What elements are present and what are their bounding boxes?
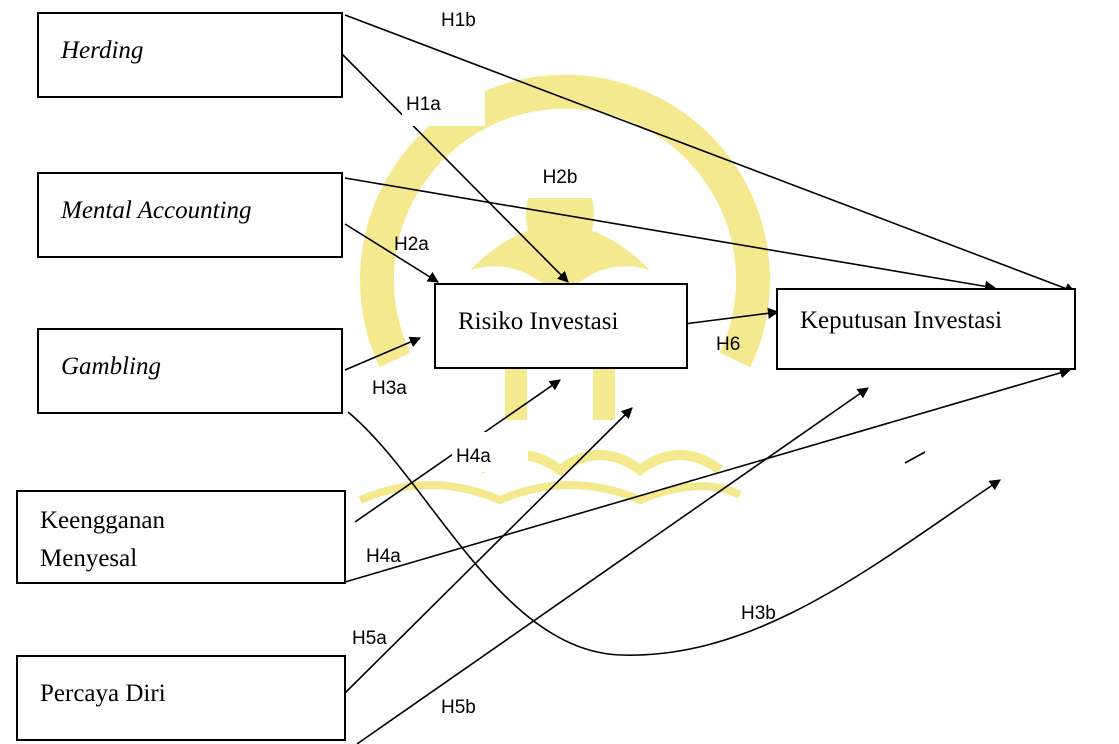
label-menyesal: Menyesal bbox=[40, 545, 138, 572]
tick-mark bbox=[904, 451, 926, 464]
arrow-h2b bbox=[344, 177, 997, 292]
box-percaya-diri: Percaya Diri bbox=[16, 655, 346, 741]
arrow-h1b bbox=[344, 14, 1077, 294]
label-gambling: Gambling bbox=[61, 353, 161, 380]
arrow-h3b bbox=[347, 411, 1001, 656]
label-h5b: H5b bbox=[441, 697, 476, 718]
arrow-h4a-decision bbox=[344, 367, 1072, 583]
label-h3b: H3b bbox=[741, 603, 776, 624]
label-keputusan-investasi: Keputusan Investasi bbox=[800, 307, 1003, 334]
box-risiko-investasi: Risiko Investasi bbox=[434, 283, 688, 369]
arrow-h5b bbox=[356, 387, 869, 744]
label-keengganan: Keengganan bbox=[40, 507, 165, 534]
label-h1b: H1b bbox=[441, 10, 476, 31]
arrow-h2a bbox=[344, 223, 439, 283]
arrow-h1a bbox=[339, 51, 569, 283]
arrow-h3a bbox=[344, 336, 422, 371]
label-percaya-diri: Percaya Diri bbox=[40, 680, 166, 707]
label-h1a: H1a bbox=[402, 92, 485, 126]
box-herding: Herding bbox=[37, 12, 343, 98]
box-keengganan-menyesal: Keengganan Menyesal bbox=[16, 490, 346, 584]
label-h2a: H2a bbox=[394, 234, 429, 255]
label-mental-accounting: Mental Accounting bbox=[61, 197, 252, 224]
box-keputusan-investasi: Keputusan Investasi bbox=[776, 288, 1076, 370]
label-herding: Herding bbox=[61, 37, 144, 64]
label-h4a-decision: H4a bbox=[366, 546, 401, 567]
label-h4a-risk: H4a bbox=[452, 432, 528, 472]
label-h3a: H3a bbox=[372, 378, 407, 399]
label-risiko-investasi: Risiko Investasi bbox=[458, 308, 619, 335]
arrow-h6 bbox=[683, 307, 780, 325]
label-h2b: H2b bbox=[512, 158, 608, 198]
label-h6: H6 bbox=[716, 334, 741, 355]
arrow-h5a bbox=[344, 407, 633, 694]
label-h5a: H5a bbox=[352, 628, 387, 649]
box-mental-accounting: Mental Accounting bbox=[37, 172, 343, 258]
box-gambling: Gambling bbox=[37, 328, 343, 414]
